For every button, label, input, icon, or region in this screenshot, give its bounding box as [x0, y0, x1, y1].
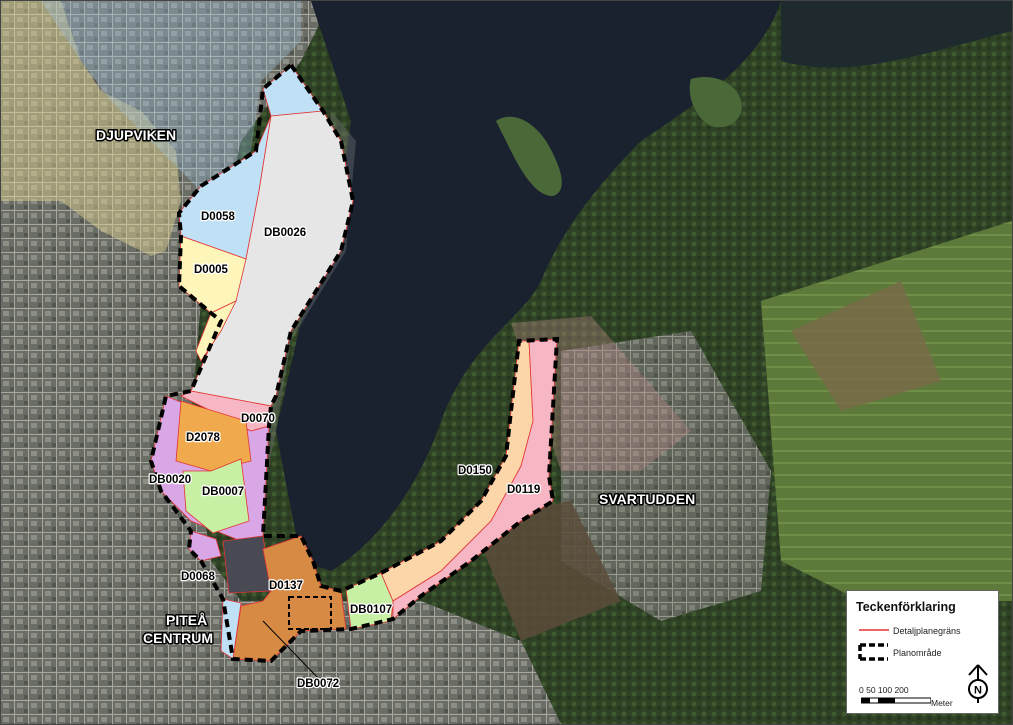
scale-bar-labels: 0 50 100 200 [859, 685, 909, 695]
legend-detail-line-label: Detaljplanegräns [893, 626, 961, 636]
north-arrow-icon: N [968, 664, 988, 703]
place-label-pitea: PITEÅ [166, 612, 207, 628]
urban-area-svartudden [561, 331, 771, 621]
svg-text:N: N [974, 685, 982, 697]
djupviken-area [1, 1, 181, 256]
field-area-east [761, 221, 1012, 601]
plan-label-d0119: D0119 [507, 484, 540, 496]
plan-label-d0058: D0058 [201, 211, 235, 223]
island-ne [689, 77, 742, 128]
zone-pier [222, 535, 272, 594]
zone-db0007 [182, 458, 250, 534]
plan-label-d0150: D0150 [458, 465, 492, 477]
plan-label-d0005: D0005 [194, 264, 228, 276]
place-label-centrum: CENTRUM [143, 630, 213, 646]
island [496, 116, 562, 197]
place-label-djupviken: DJUPVIKEN [96, 127, 176, 143]
plan-label-db0072: DB0072 [297, 678, 339, 690]
water-body [276, 1, 781, 571]
urban-area-west [1, 1, 331, 724]
plan-label-db0026: DB0026 [264, 227, 306, 239]
detail-line-swatch [859, 629, 889, 631]
scale-bar [861, 697, 931, 704]
place-label-svartudden: SVARTUDDEN [599, 491, 695, 507]
plan-area-swatch [858, 643, 888, 661]
clearcut-area [791, 281, 941, 411]
plan-label-d0070: D0070 [241, 413, 275, 425]
db0072-pointer [262, 620, 320, 680]
urban-area-south [241, 601, 561, 724]
scale-unit: Meter [931, 698, 953, 708]
plan-label-d0137: D0137 [269, 580, 303, 592]
nw-area [41, 1, 301, 191]
legend-plan-area-label: Planområde [893, 648, 942, 658]
clearcut-area-south [471, 501, 621, 641]
legend-title: Teckenförklaring [856, 600, 956, 614]
plan-label-d0068: D0068 [181, 571, 215, 583]
plan-label-db0107: DB0107 [350, 604, 392, 616]
plan-label-db0007: DB0007 [202, 486, 244, 498]
map-legend: Teckenförklaring Detaljplanegräns Planom… [846, 590, 999, 714]
plan-label-d2078: D2078 [186, 432, 220, 444]
water-body-north [781, 1, 1012, 68]
plan-area-outline [148, 62, 560, 664]
zone-d0137-inner [288, 596, 332, 630]
plan-label-db0020: DB0020 [149, 474, 191, 486]
